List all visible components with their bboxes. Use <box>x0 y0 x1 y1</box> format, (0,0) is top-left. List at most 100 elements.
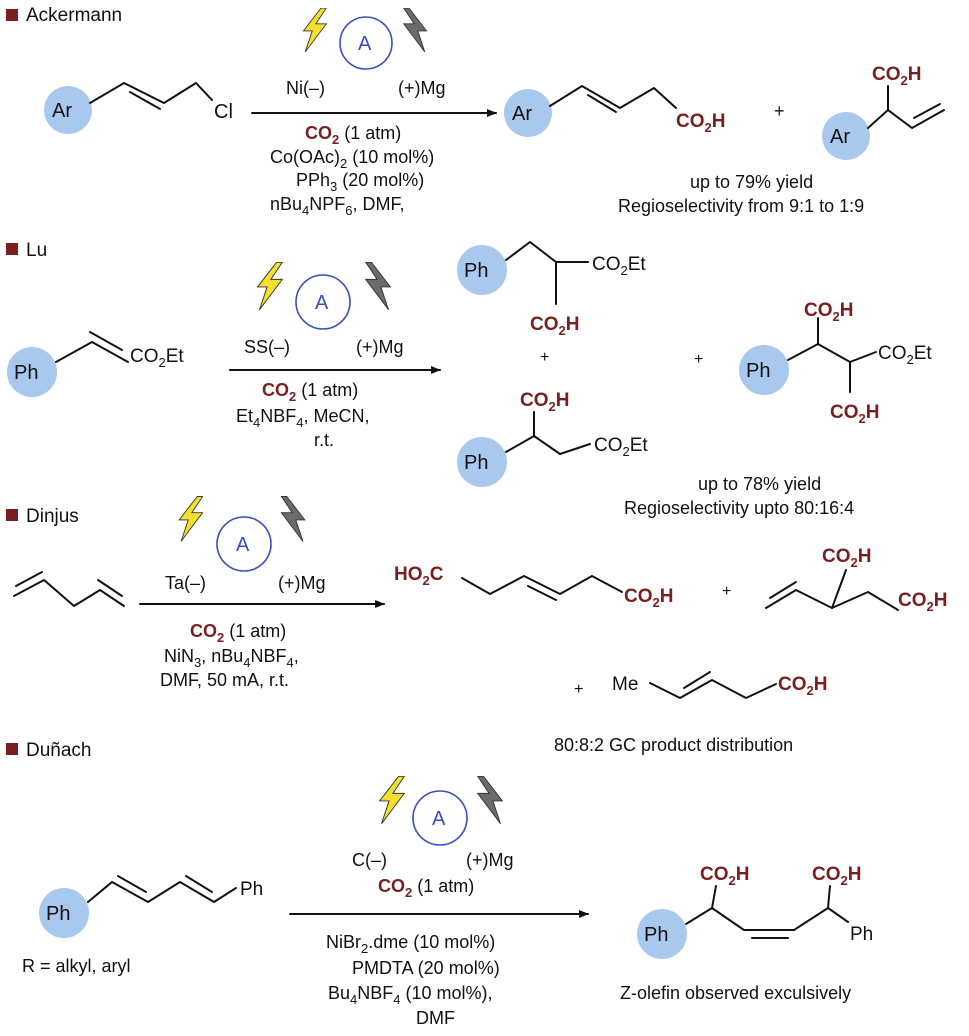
branched-chain <box>867 109 945 129</box>
lightning-bolt-icon <box>379 776 405 824</box>
selectivity-text: Regioselectivity upto 80:16:4 <box>624 498 854 518</box>
carboxyl-label: CO2H <box>520 390 569 414</box>
svg-text:Ph: Ph <box>240 879 263 900</box>
anode-circle <box>216 516 272 572</box>
phenyl-circle <box>7 347 57 397</box>
section-title: Duñach <box>26 740 92 761</box>
svg-text:Ar: Ar <box>830 126 850 148</box>
lightning-bolt-icon <box>477 776 503 824</box>
svg-text:Ar: Ar <box>512 103 532 125</box>
section-title: Ackermann <box>26 5 122 26</box>
electrolyte-condition: Et4NBF4, MeCN, <box>236 406 370 430</box>
svg-text:Ph: Ph <box>464 260 488 282</box>
section-dinjus: Dinjus A Ta(–) (+)Mg CO2 (1 atm) NiN3, n… <box>6 496 947 755</box>
phenyl-circle <box>739 345 789 395</box>
succinate-chain <box>505 435 591 455</box>
conditions-text: DMF, 50 mA, r.t. <box>160 670 289 690</box>
anode-metal-label: (+)Mg <box>398 78 446 98</box>
allyl-chain <box>89 82 213 104</box>
aryl-label: Ar <box>52 100 72 122</box>
chloride-label: Cl <box>214 101 233 123</box>
carboxyl-label: HO2C <box>394 564 444 588</box>
carboxyl-label: CO2H <box>898 590 947 614</box>
ester-label: CO2Et <box>130 346 184 370</box>
carboxyl-label: CO2H <box>830 402 879 426</box>
carboxyl-label: CO2H <box>676 111 725 135</box>
carboxyl-label: CO2H <box>804 300 853 324</box>
anode-metal-label: (+)Mg <box>356 337 404 357</box>
catalyst-condition: NiN3, nBu4NBF4, <box>164 646 299 670</box>
yield-text: up to 78% yield <box>698 474 821 494</box>
co2-condition: CO2 (1 atm) <box>305 123 401 147</box>
ligand-condition: PMDTA (20 mol%) <box>352 958 500 978</box>
lightning-bolt-icon <box>302 8 327 52</box>
plus-sign: + <box>540 349 549 366</box>
cathode-label: C(–) <box>352 850 387 870</box>
svg-text:Ph: Ph <box>644 924 668 946</box>
anode-label: A <box>358 33 372 55</box>
co2-condition: CO2 (1 atm) <box>262 380 358 404</box>
distribution-text: 80:8:2 GC product distribution <box>554 735 793 755</box>
svg-text:Ph: Ph <box>46 903 70 925</box>
anode-circle <box>412 790 468 846</box>
aryl-circle <box>822 112 870 160</box>
butenoic-chain <box>549 85 677 109</box>
cathode-label: Ni(–) <box>286 78 325 98</box>
electrolyte-condition: Bu4NBF4 (10 mol%), <box>328 983 493 1007</box>
solvent-condition: DMF <box>416 1008 455 1028</box>
butadiene <box>13 579 125 607</box>
selectivity-note: Z-olefin observed exculsively <box>620 983 851 1003</box>
section-bullet-icon <box>6 509 18 521</box>
ester-label: CO2Et <box>592 254 646 278</box>
lightning-bolt-icon <box>403 8 428 52</box>
svg-text:A: A <box>236 534 250 556</box>
section-bullet-icon <box>6 743 18 755</box>
aryl-circle <box>504 89 552 137</box>
section-title: Dinjus <box>26 506 79 527</box>
section-dunach: Duñach Ph Ph R = alkyl, aryl A C(–) (+)M… <box>6 740 873 1028</box>
carboxyl-label: CO2H <box>778 674 827 698</box>
svg-text:A: A <box>432 808 446 830</box>
r-group-note: R = alkyl, aryl <box>22 956 131 976</box>
section-lu: Lu Ph CO2Et A SS(–) (+)Mg CO2 (1 atm) Et… <box>6 240 932 518</box>
electrolyte-condition: nBu4NPF6, DMF, <box>270 194 405 218</box>
anode-circle <box>295 274 351 330</box>
svg-text:Ph: Ph <box>746 360 770 382</box>
carboxyl-label: CO2H <box>812 864 861 888</box>
phenyl-circle <box>637 909 687 959</box>
cathode-label: SS(–) <box>244 337 290 357</box>
section-title: Lu <box>26 240 47 261</box>
co2-condition: CO2 (1 atm) <box>378 876 474 900</box>
malonate-chain <box>505 241 589 263</box>
plus-sign: + <box>722 583 731 600</box>
cathode-label: Ta(–) <box>165 573 206 593</box>
carboxyl-label: CO2H <box>624 586 673 610</box>
plus-sign: + <box>774 101 785 121</box>
lightning-bolt-icon <box>280 496 306 542</box>
lightning-bolt-icon <box>178 496 204 542</box>
temperature-condition: r.t. <box>314 430 334 450</box>
z-olefin-chain <box>685 907 849 931</box>
svg-text:A: A <box>315 292 329 314</box>
catalyst-condition: NiBr2.dme (10 mol%) <box>326 932 495 956</box>
diene-chain <box>87 881 237 903</box>
lightning-bolt-icon <box>257 262 283 310</box>
carboxyl-label: CO2H <box>822 546 871 570</box>
svg-text:Ph: Ph <box>850 924 873 945</box>
anode-circle <box>339 16 393 70</box>
catalyst-condition: Co(OAc)2 (10 mol%) <box>270 147 434 171</box>
section-ackermann: Ackermann Ar Cl A Ni(–) (+)Mg CO2 (1 atm… <box>6 5 945 218</box>
pentenoic-chain <box>649 679 777 699</box>
ester-label: CO2Et <box>594 435 648 459</box>
ester-label: CO2Et <box>878 343 932 367</box>
methyl-label: Me <box>612 674 638 695</box>
selectivity-text: Regioselectivity from 9:1 to 1:9 <box>618 196 864 216</box>
anode-metal-label: (+)Mg <box>278 573 326 593</box>
carboxyl-label: CO2H <box>700 864 749 888</box>
phenyl-circle <box>457 245 507 295</box>
carboxyl-label: CO2H <box>872 64 921 88</box>
aryl-circle <box>44 86 92 134</box>
svg-text:Ph: Ph <box>14 362 38 384</box>
hexenedioic-chain <box>461 575 623 595</box>
